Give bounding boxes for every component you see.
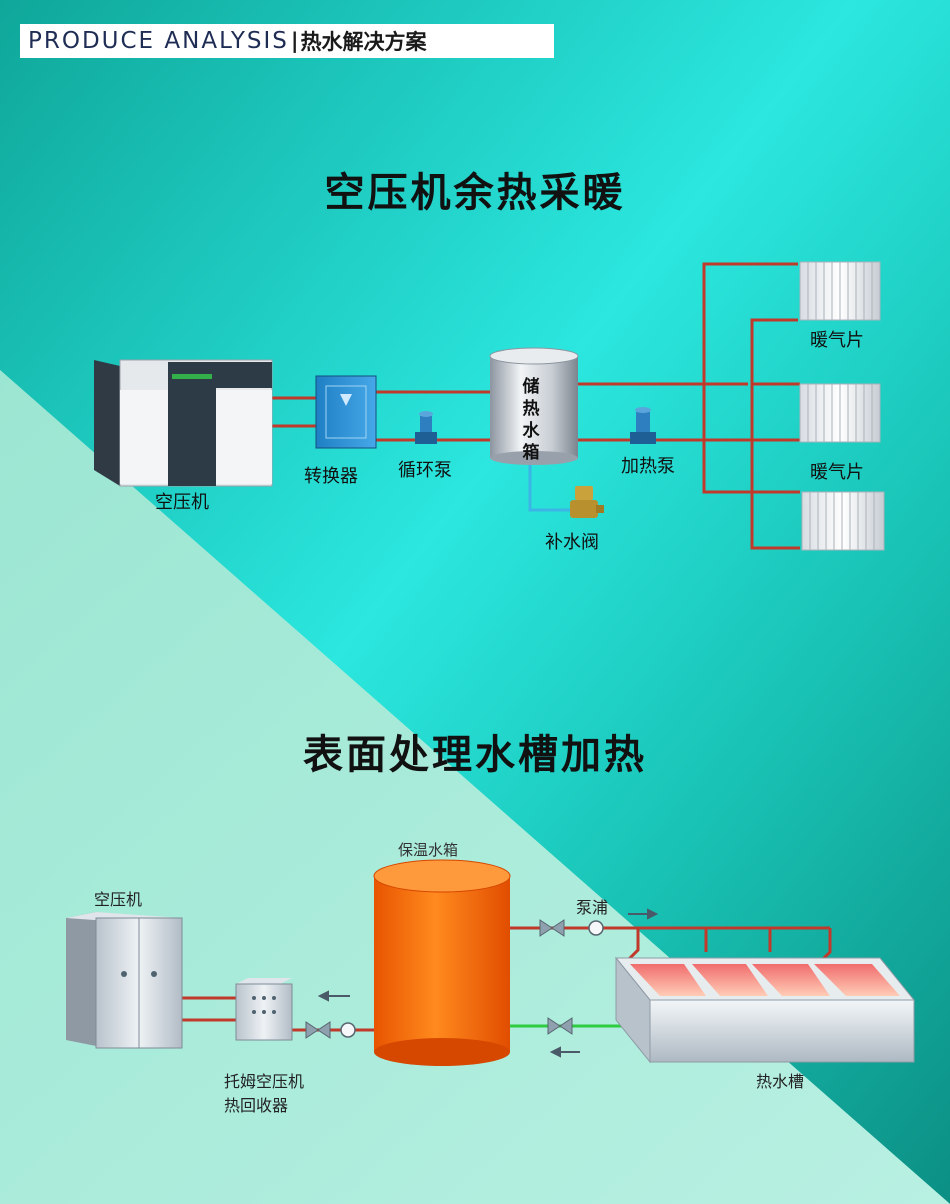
section1-title: 空压机余热采暖 (324, 170, 626, 216)
heat-recovery-unit (235, 978, 293, 1041)
label-recovery-line2: 热回收器 (224, 1096, 289, 1115)
storage-tank (489, 347, 579, 465)
header-title-en: PRODUCE ANALYSIS (28, 28, 289, 54)
label-radiator-1: 暖气片 (810, 330, 864, 351)
label-compressor-2: 空压机 (94, 890, 143, 909)
radiator-3 (801, 491, 885, 551)
label-pump: 泵浦 (576, 898, 609, 917)
compressor-cabinet (66, 912, 183, 1049)
radiator-2 (799, 383, 881, 443)
heating-pump-icon (630, 407, 656, 444)
header-banner: PRODUCE ANALYSIS | 热水解决方案 (20, 24, 554, 58)
pump-icons (340, 920, 604, 1038)
label-converter: 转换器 (304, 466, 358, 487)
label-compressor: 空压机 (155, 492, 209, 513)
label-recovery-line1: 托姆空压机 (224, 1072, 305, 1091)
flow-arrows (317, 908, 659, 1058)
compressor-unit (94, 359, 273, 487)
label-circulation-pump: 循环泵 (398, 460, 452, 481)
makeup-valve-icon (570, 486, 604, 518)
makeup-pipe (528, 462, 575, 512)
radiator-1 (799, 261, 881, 321)
label-radiator-2: 暖气片 (810, 462, 864, 483)
label-hot-water-trough: 热水槽 (756, 1072, 805, 1091)
label-tank-top: 保温水箱 (398, 841, 459, 859)
label-heating-pump: 加热泵 (621, 456, 675, 477)
section2-title: 表面处理水槽加热 (303, 732, 647, 778)
circulation-pump-icon (415, 411, 437, 444)
label-storage-tank: 储热水箱 (522, 377, 540, 463)
header-separator: | (290, 29, 299, 53)
hot-water-trough (614, 956, 916, 1064)
header-title-zh: 热水解决方案 (300, 30, 427, 54)
valve-icons (305, 919, 573, 1039)
insulated-tank (373, 859, 511, 1066)
label-makeup-valve: 补水阀 (545, 532, 599, 553)
converter-unit (315, 375, 377, 449)
